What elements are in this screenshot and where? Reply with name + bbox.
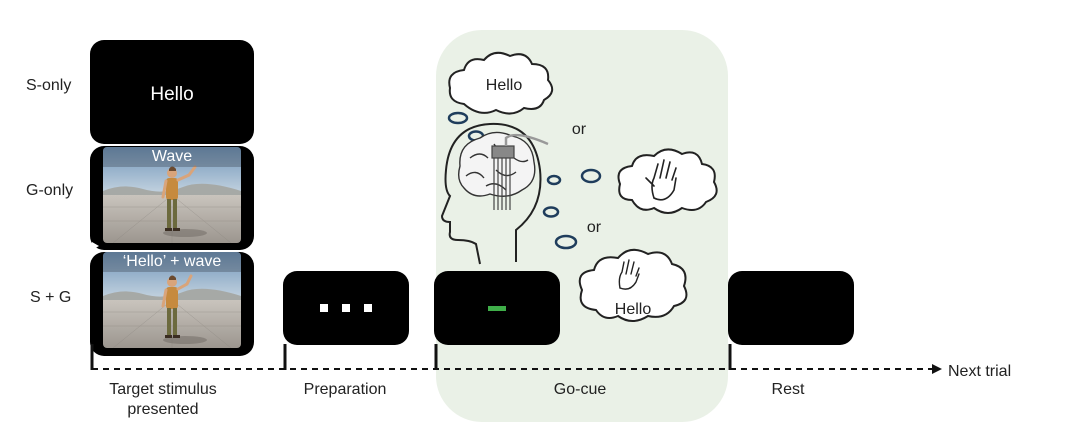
phase-label-preparation: Preparation: [303, 381, 387, 398]
electrode-array-icon: [491, 133, 549, 210]
thought-bubbles: [447, 111, 602, 250]
condition-label-s-plus-g: S + G: [30, 289, 72, 306]
or-label-2: or: [587, 219, 602, 236]
screen-rest: [728, 271, 854, 345]
thought-cloud-speech: [448, 51, 554, 115]
phase-label-target-line1: Target stimulus: [109, 381, 217, 398]
next-trial-label: Next trial: [948, 363, 1012, 380]
or-label-1: or: [572, 121, 587, 138]
gesture-caption: Wave: [103, 147, 241, 167]
timeline: [90, 344, 942, 374]
preparation-dots: [320, 304, 372, 312]
wave-hand-small-icon: [618, 259, 640, 290]
brain-icon: [457, 131, 536, 197]
speech-stimulus-text: Hello: [150, 84, 194, 105]
go-cue-green-bar: [488, 306, 506, 311]
screen-preparation: [283, 271, 409, 345]
head-profile: [440, 122, 542, 265]
combined-video-frame: ‘Hello’ + wave: [103, 252, 241, 348]
screen-s-only: Hello: [90, 40, 254, 144]
screen-go-cue: [434, 271, 560, 345]
timeline-arrowhead: [932, 364, 942, 374]
phase-label-go-cue: Go-cue: [553, 381, 607, 398]
gesture-video-frame: Wave: [103, 147, 241, 243]
thought-cloud-gesture: [617, 148, 718, 214]
phase-label-rest: Rest: [771, 381, 805, 398]
thought-combined-text: Hello: [615, 301, 652, 318]
stack-markers: [92, 140, 99, 250]
phase-label-target: Target stimulus presented: [96, 380, 230, 420]
timeline-ticks: [90, 344, 732, 370]
avatar-wave-scene: [103, 147, 241, 243]
phase-label-target-line2: presented: [127, 401, 199, 418]
combined-caption: ‘Hello’ + wave: [103, 252, 241, 272]
condition-label-s-only: S-only: [26, 77, 72, 94]
condition-label-g-only: G-only: [26, 182, 74, 199]
go-cue-illustration: Hello or or Hello: [440, 51, 718, 322]
thought-speech-text: Hello: [486, 77, 523, 94]
avatar-combined-scene: [103, 252, 241, 348]
wave-hand-icon: [645, 159, 677, 201]
